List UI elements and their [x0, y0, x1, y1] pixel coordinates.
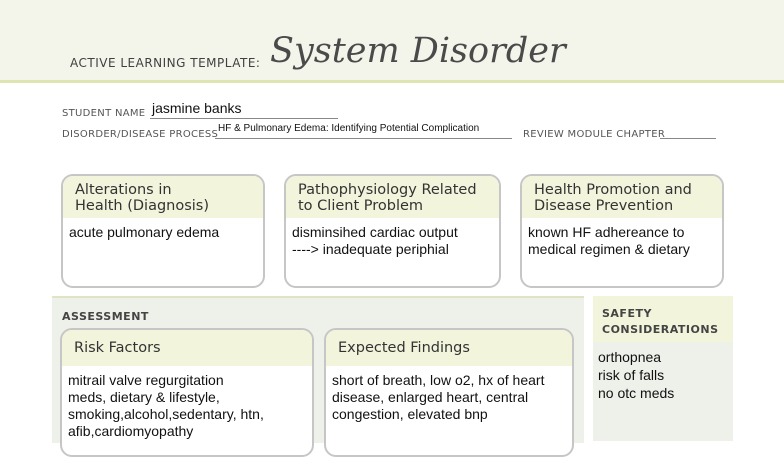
expected-findings-card: Expected Findings short of breath, low o…	[324, 328, 574, 457]
disorder-label: DISORDER/DISEASE PROCESS	[62, 129, 219, 140]
risk-line: afib,cardiomyopathy	[68, 423, 194, 439]
student-name-value[interactable]: jasmine banks	[152, 100, 242, 116]
safety-line: risk of falls	[598, 367, 665, 383]
safety-body[interactable]: orthopnea risk of falls no otc meds	[593, 342, 733, 408]
alterations-card: Alterations in Health (Diagnosis) acute …	[61, 174, 265, 288]
safety-title-line1: SAFETY	[602, 307, 652, 320]
risk-factors-body[interactable]: mitrail valve regurgitation meds, dietar…	[62, 366, 312, 446]
pathophysiology-card-title: Pathophysiology Related to Client Proble…	[286, 176, 499, 218]
risk-factors-title: Risk Factors	[62, 330, 312, 366]
safety-panel: SAFETY CONSIDERATIONS orthopnea risk of …	[593, 296, 733, 441]
risk-factors-card: Risk Factors mitrail valve regurgitation…	[60, 328, 314, 457]
disorder-line	[215, 138, 512, 139]
alterations-card-title: Alterations in Health (Diagnosis)	[63, 176, 263, 218]
header-band: ACTIVE LEARNING TEMPLATE: System Disorde…	[0, 0, 784, 83]
promotion-line: medical regimen & dietary	[528, 241, 690, 257]
health-promotion-card-body[interactable]: known HF adhereance to medical regimen &…	[522, 218, 722, 264]
alterations-card-body[interactable]: acute pulmonary edema	[63, 218, 263, 247]
disorder-value[interactable]: HF & Pulmonary Edema: Identifying Potent…	[218, 123, 480, 134]
review-chapter-line[interactable]	[660, 138, 716, 139]
patho-title-line2: to Client Problem	[298, 198, 424, 214]
findings-line: congestion, elevated bnp	[332, 406, 488, 422]
risk-line: mitrail valve regurgitation	[68, 372, 224, 388]
safety-considerations-title: SAFETY CONSIDERATIONS	[593, 296, 733, 342]
findings-line: disease, enlarged heart, central	[332, 389, 529, 405]
review-chapter-label: REVIEW MODULE CHAPTER	[523, 129, 666, 140]
patho-title-line1: Pathophysiology Related	[298, 182, 477, 198]
assessment-panel: ASSESSMENT Risk Factors mitrail valve re…	[52, 296, 584, 457]
promotion-title-line2: Disease Prevention	[534, 198, 674, 214]
patho-line: disminsihed cardiac output	[292, 224, 458, 240]
assessment-label: ASSESSMENT	[62, 310, 149, 323]
risk-line: meds, dietary & lifestyle,	[68, 389, 220, 405]
alterations-title-line1: Alterations in	[75, 182, 172, 198]
page-title: System Disorder	[270, 31, 566, 71]
pathophysiology-card: Pathophysiology Related to Client Proble…	[284, 174, 501, 288]
alterations-title-line2: Health (Diagnosis)	[75, 198, 210, 214]
health-promotion-card: Health Promotion and Disease Prevention …	[520, 174, 724, 288]
promotion-line: known HF adhereance to	[528, 224, 685, 240]
expected-findings-title: Expected Findings	[326, 330, 572, 366]
safety-line: orthopnea	[598, 349, 662, 365]
student-name-label: STUDENT NAME	[62, 108, 146, 119]
risk-line: smoking,alcohol,sedentary, htn,	[68, 406, 264, 422]
safety-line: no otc meds	[598, 385, 675, 401]
alterations-line: acute pulmonary edema	[69, 224, 220, 240]
findings-line: short of breath, low o2, hx of heart	[332, 372, 545, 388]
promotion-title-line1: Health Promotion and	[534, 182, 692, 198]
patho-line: ----> inadequate periphial	[292, 241, 449, 257]
student-name-line	[150, 118, 338, 119]
template-label: ACTIVE LEARNING TEMPLATE:	[70, 56, 261, 70]
safety-title-line2: CONSIDERATIONS	[602, 323, 719, 336]
expected-findings-body[interactable]: short of breath, low o2, hx of heart dis…	[326, 366, 572, 429]
health-promotion-card-title: Health Promotion and Disease Prevention	[522, 176, 722, 218]
pathophysiology-card-body[interactable]: disminsihed cardiac output ----> inadequ…	[286, 218, 499, 264]
